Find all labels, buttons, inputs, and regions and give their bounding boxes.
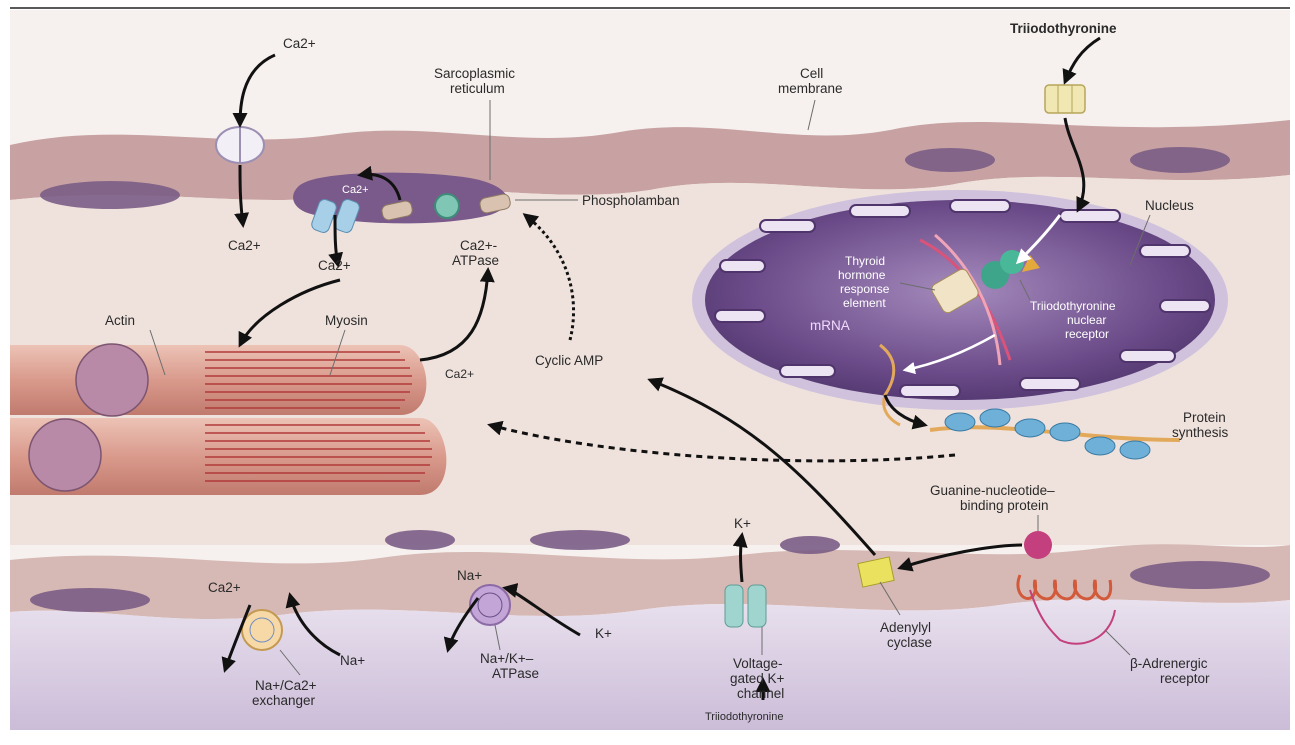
label-adenylyl-cyclase-line2: cyclase: [887, 635, 932, 650]
label-na-exchanger: Na+: [340, 653, 365, 668]
label-ca-exchanger: Ca2+: [208, 580, 241, 595]
label-t3-receptor-line1: Triiodothyronine: [1030, 299, 1116, 313]
label-na-k-atpase-line1: Na+/K+–: [480, 651, 534, 666]
label-thre-line1: Thyroid: [845, 254, 885, 268]
label-nucleus: Nucleus: [1145, 198, 1194, 213]
label-protein-synthesis-line1: Protein: [1183, 410, 1226, 425]
label-triiodothyronine-bottom: Triiodothyronine: [705, 711, 783, 723]
label-beta-receptor-line2: receptor: [1160, 671, 1210, 686]
label-mrna: mRNA: [810, 318, 850, 333]
label-ca-mid: Ca2+: [318, 258, 351, 273]
label-na-k-atpase-line2: ATPase: [492, 666, 539, 681]
myofibril-lower: [10, 418, 446, 495]
label-voltage-channel-line1: Voltage-: [733, 656, 783, 671]
label-beta-receptor-line1: β-Adrenergic: [1130, 656, 1208, 671]
label-ca-fiber: Ca2+: [445, 367, 474, 381]
label-cell-membrane-line1: Cell: [800, 66, 823, 81]
na-ca-exchanger: [242, 610, 282, 650]
label-g-protein-line2: binding protein: [960, 498, 1049, 513]
label-ca-atpase-line2: ATPase: [452, 253, 499, 268]
label-k-top: K+: [734, 516, 751, 531]
label-thre-line3: response: [840, 282, 890, 296]
label-sr-line2: reticulum: [450, 81, 505, 96]
label-cyclic-amp: Cyclic AMP: [535, 353, 603, 368]
label-k-atpase: K+: [595, 626, 612, 641]
label-t3-receptor-line2: nuclear: [1067, 313, 1106, 327]
l-type-calcium-channel: [216, 127, 264, 163]
label-myosin: Myosin: [325, 313, 368, 328]
label-phospholamban: Phospholamban: [582, 193, 680, 208]
label-thre-line4: element: [843, 296, 886, 310]
label-cell-membrane-line2: membrane: [778, 81, 843, 96]
label-na-atpase-top: Na+: [457, 568, 482, 583]
label-ca-sr: Ca2+: [342, 184, 369, 196]
g-protein: [1024, 531, 1052, 559]
label-ca-left: Ca2+: [228, 238, 261, 253]
label-t3-receptor-line3: receptor: [1065, 327, 1109, 341]
label-g-protein-line1: Guanine-nucleotide–: [930, 483, 1055, 498]
label-ca-top: Ca2+: [283, 36, 316, 51]
t3-membrane-transporter: [1045, 85, 1085, 113]
label-voltage-channel-line2: gated K+: [730, 671, 785, 686]
label-triiodothyronine-top: Triiodothyronine: [1010, 21, 1117, 36]
label-adenylyl-cyclase-line1: Adenylyl: [880, 620, 931, 635]
na-k-atpase: [470, 585, 510, 625]
myofibril-upper: [10, 344, 426, 416]
label-actin: Actin: [105, 313, 135, 328]
label-protein-synthesis-line2: synthesis: [1172, 425, 1229, 440]
label-sr-line1: Sarcoplasmic: [434, 66, 515, 81]
label-ca-atpase-line1: Ca2+-: [460, 238, 497, 253]
label-voltage-channel-line3: channel: [737, 686, 784, 701]
label-na-ca-exchanger-line1: Na+/Ca2+: [255, 678, 317, 693]
arrow-k-efflux: [741, 535, 743, 582]
label-na-ca-exchanger-line2: exchanger: [252, 693, 316, 708]
label-thre-line2: hormone: [838, 268, 886, 282]
